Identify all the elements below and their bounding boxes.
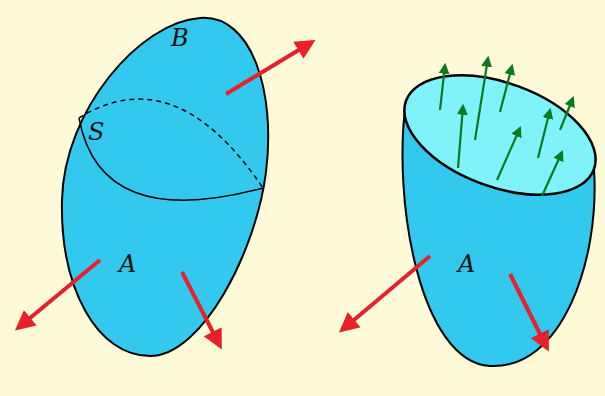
- normal-arrow: [510, 274, 547, 348]
- normal-arrow: [182, 272, 220, 346]
- cut-face: [388, 52, 605, 218]
- surface-label: S: [88, 120, 104, 144]
- closed-surface: [62, 18, 268, 356]
- dividing-curve-front: [79, 118, 263, 200]
- normal-arrow: [342, 256, 430, 330]
- normal-arrow: [18, 260, 100, 328]
- flux-arrows: [440, 58, 573, 196]
- normal-arrow: [226, 42, 312, 94]
- region-label: B: [171, 26, 189, 50]
- region-label: A: [458, 252, 475, 276]
- region-label: A: [119, 252, 136, 276]
